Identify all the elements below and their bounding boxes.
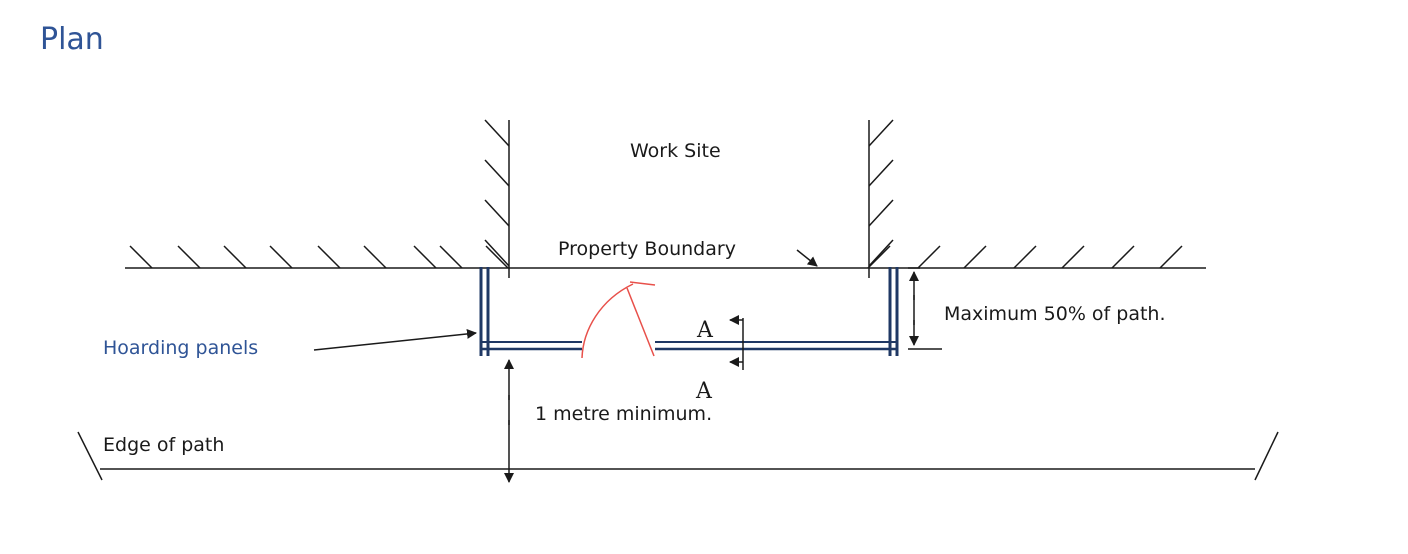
work-site-label: Work Site [630,140,721,162]
hoarding-panels-label: Hoarding panels [103,337,258,359]
work-site-right-wall [868,119,894,278]
edge-of-path-line [77,431,1279,481]
property-boundary-label: Property Boundary [558,238,736,260]
maximum-path-label: Maximum 50% of path. [944,303,1166,325]
edge-of-path-label: Edge of path [103,434,224,456]
hoarding-panels-pointer [313,328,477,351]
max-path-dimension [908,267,942,350]
work-site-left-wall [484,119,510,278]
property-boundary-pointer [796,249,818,267]
property-boundary-line [125,245,1206,269]
hoarding-panels [479,267,899,356]
section-a-bottom-label: A [695,379,713,404]
section-a-top-label: A [696,318,714,343]
page-title: Plan [40,22,104,57]
min-width-label: 1 metre minimum. [535,403,712,425]
gate-swing-arc [581,281,656,359]
section-a-marker [729,315,744,370]
